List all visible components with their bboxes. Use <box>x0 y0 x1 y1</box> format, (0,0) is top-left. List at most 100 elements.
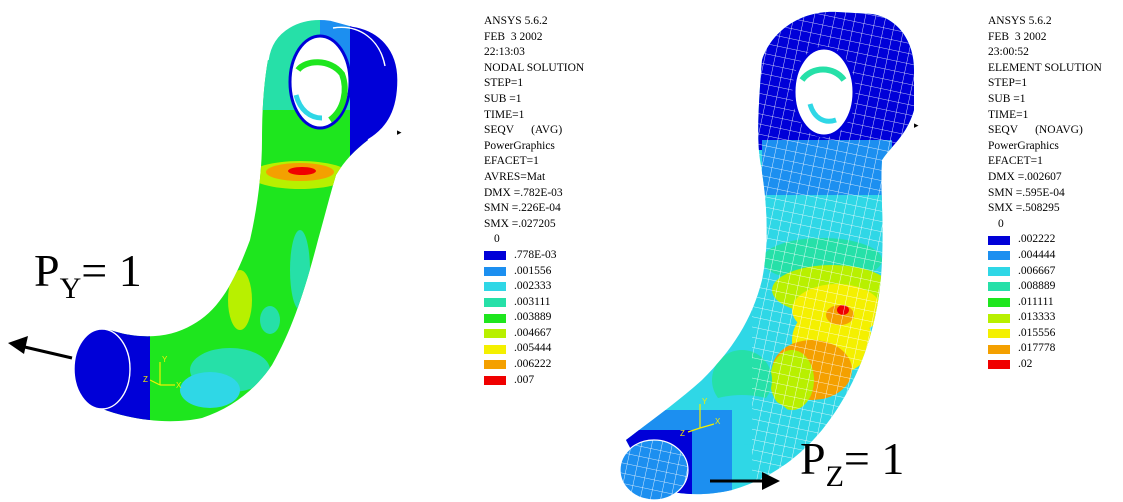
legend-header-line: PowerGraphics <box>484 139 555 152</box>
legend-value: .005444 <box>514 342 552 355</box>
legend-swatch <box>484 251 506 261</box>
legend-swatch <box>484 344 506 354</box>
legend-entry: .003111 <box>484 295 584 311</box>
legend-header-line: ELEMENT SOLUTION <box>988 61 1102 74</box>
legend-entry: .017778 <box>988 341 1102 357</box>
legend-swatch <box>988 251 1010 261</box>
left-tube-end <box>73 328 131 410</box>
right-coordinate-triad <box>687 404 715 433</box>
legend-entry: .003889 <box>484 310 584 326</box>
legend-value: .015556 <box>1018 326 1056 339</box>
legend-header-line: SMN =.595E-04 <box>988 186 1065 199</box>
legend-entry: .007 <box>484 373 584 389</box>
legend-swatch <box>484 360 506 370</box>
legend-header-line: ANSYS 5.6.2 <box>484 15 548 27</box>
left-bracket-plot: Y X Z ▸ <box>8 18 402 422</box>
legend-header-line: AVRES=Mat <box>484 170 546 183</box>
legend-entry: .006667 <box>988 264 1102 280</box>
legend-header-line: DMX =.002607 <box>988 170 1062 183</box>
legend-header-line: STEP=1 <box>988 77 1028 90</box>
legend-header-line: DMX =.782E-03 <box>484 186 563 199</box>
legend-swatch <box>484 375 506 385</box>
legend-value: .778E-03 <box>514 248 557 261</box>
legend-value: .002333 <box>514 280 552 293</box>
legend-zero-label: 0 <box>494 233 500 246</box>
left-triad-z-label: Z <box>143 375 148 384</box>
right-load-arrow <box>710 472 780 490</box>
legend-entry: .015556 <box>988 326 1102 342</box>
legend-value: .006667 <box>1018 264 1056 277</box>
legend-header-line: SEQV (NOAVG) <box>988 124 1083 137</box>
legend-header-line: STEP=1 <box>484 77 524 90</box>
left-side-tick: ▸ <box>397 127 402 137</box>
legend-header-line: NODAL SOLUTION <box>484 61 585 74</box>
right-load-label: PZ= 1 <box>800 433 905 493</box>
legend-swatch <box>484 266 506 276</box>
legend-entry: .011111 <box>988 295 1102 311</box>
legend-entry: .004444 <box>988 248 1102 264</box>
legend-header-line: TIME=1 <box>988 108 1029 121</box>
legend-entry: .778E-03 <box>484 248 584 264</box>
legend-header-line: 23:00:52 <box>988 46 1029 59</box>
legend-swatch <box>988 235 1010 245</box>
legend-swatch <box>988 313 1010 323</box>
legend-value: .003889 <box>514 311 552 324</box>
legend-value: .007 <box>514 373 535 386</box>
legend-swatch <box>988 329 1010 339</box>
legend-zero-label: 0 <box>998 217 1004 230</box>
right-bracket-body <box>619 11 914 501</box>
legend-value: .002222 <box>1018 233 1056 246</box>
legend-swatch <box>988 282 1010 292</box>
legend-header-line: SMX =.027205 <box>484 217 556 230</box>
legend-header-line: EFACET=1 <box>988 155 1043 168</box>
legend-entry: .006222 <box>484 357 584 373</box>
right-triad-y-label: Y <box>702 397 708 406</box>
legend-header-line: SMX =.508295 <box>988 202 1060 215</box>
left-load-label: PY= 1 <box>34 245 142 305</box>
legend-value: .001556 <box>514 264 552 277</box>
legend-header-line: FEB 3 2002 <box>484 30 543 43</box>
legend-entry: .002222 <box>988 232 1102 248</box>
legend-swatch <box>484 329 506 339</box>
legend-swatch <box>484 297 506 307</box>
left-bracket-body <box>73 18 399 422</box>
right-bracket-plot: Y X Z ▸ <box>619 11 919 501</box>
legend-entry: .005444 <box>484 341 584 357</box>
legend-value: .011111 <box>1018 295 1054 308</box>
legend-value: .02 <box>1018 358 1033 371</box>
legend-value: .006222 <box>514 358 552 371</box>
legend-swatch <box>988 266 1010 276</box>
legend-header-line: PowerGraphics <box>988 139 1059 152</box>
legend-header-line: SUB =1 <box>988 92 1026 105</box>
legend-swatch <box>484 282 506 292</box>
legend-header-line: SMN =.226E-04 <box>484 202 561 215</box>
legend-value: .017778 <box>1018 342 1056 355</box>
legend-header-line: FEB 3 2002 <box>988 30 1047 43</box>
legend-header-line: TIME=1 <box>484 108 525 121</box>
legend-header-line: EFACET=1 <box>484 155 539 168</box>
left-triad-x-label: X <box>176 381 182 390</box>
legend-value: .013333 <box>1018 311 1056 324</box>
legend-header-line: ANSYS 5.6.2 <box>988 15 1052 27</box>
left-load-arrow <box>8 336 73 360</box>
legend-entry: .002333 <box>484 279 584 295</box>
legend-header-line: SEQV (AVG) <box>484 124 563 137</box>
right-triad-x-label: X <box>715 417 721 426</box>
legend-entry: .004667 <box>484 326 584 342</box>
right-triad-z-label: Z <box>680 429 685 438</box>
legend-swatch <box>988 360 1010 370</box>
legend-entry: .001556 <box>484 264 584 280</box>
legend-swatch <box>988 344 1010 354</box>
left-triad-y-label: Y <box>162 355 168 364</box>
legend-header-line: SUB =1 <box>484 92 522 105</box>
legend-header-line: 22:13:03 <box>484 46 525 59</box>
left-pin-hole <box>288 34 352 130</box>
legend-entry: .013333 <box>988 310 1102 326</box>
legend-value: .004667 <box>514 326 552 339</box>
legend-value: .008889 <box>1018 280 1056 293</box>
right-side-tick: ▸ <box>914 120 919 130</box>
legend-value: .003111 <box>514 295 551 308</box>
